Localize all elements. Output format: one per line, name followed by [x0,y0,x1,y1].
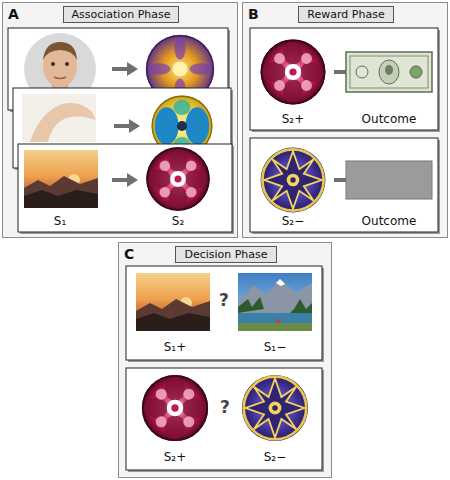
phase-title: Reward Phase [298,6,393,23]
stimulus-label: S₂− [264,450,286,464]
phase-title: Association Phase [63,6,180,23]
phase-panel: A Association Phase [2,2,238,238]
panel-ground [3,3,238,238]
panel-letter: C [124,246,134,262]
stimulus-label: Outcome [362,214,417,228]
panel-letter: A [8,6,19,22]
stimulus-label: S₂+ [282,112,304,126]
decision-card [126,266,324,362]
stimulus-label: S₂+ [164,450,186,464]
panel-ground [243,3,448,238]
phase-panel: C Decision Phase [118,242,332,478]
stimulus-label: S₂− [282,214,304,228]
association-card [18,144,234,234]
phase-panel: B Reward Phase [242,2,448,238]
stimulus-label: S₁ [54,214,66,228]
question-mark: ? [220,397,230,417]
reward-card [250,138,440,234]
stimulus-label: Outcome [362,112,417,126]
question-mark: ? [219,290,229,310]
decision-card [126,368,324,472]
stimulus-label: S₁− [264,340,286,354]
reward-card [250,28,440,132]
panel-ground [119,243,332,478]
stimulus-label: S₂ [172,214,184,228]
panel-letter: B [248,6,259,22]
stimulus-label: S₁+ [164,340,186,354]
phase-title: Decision Phase [175,246,276,263]
